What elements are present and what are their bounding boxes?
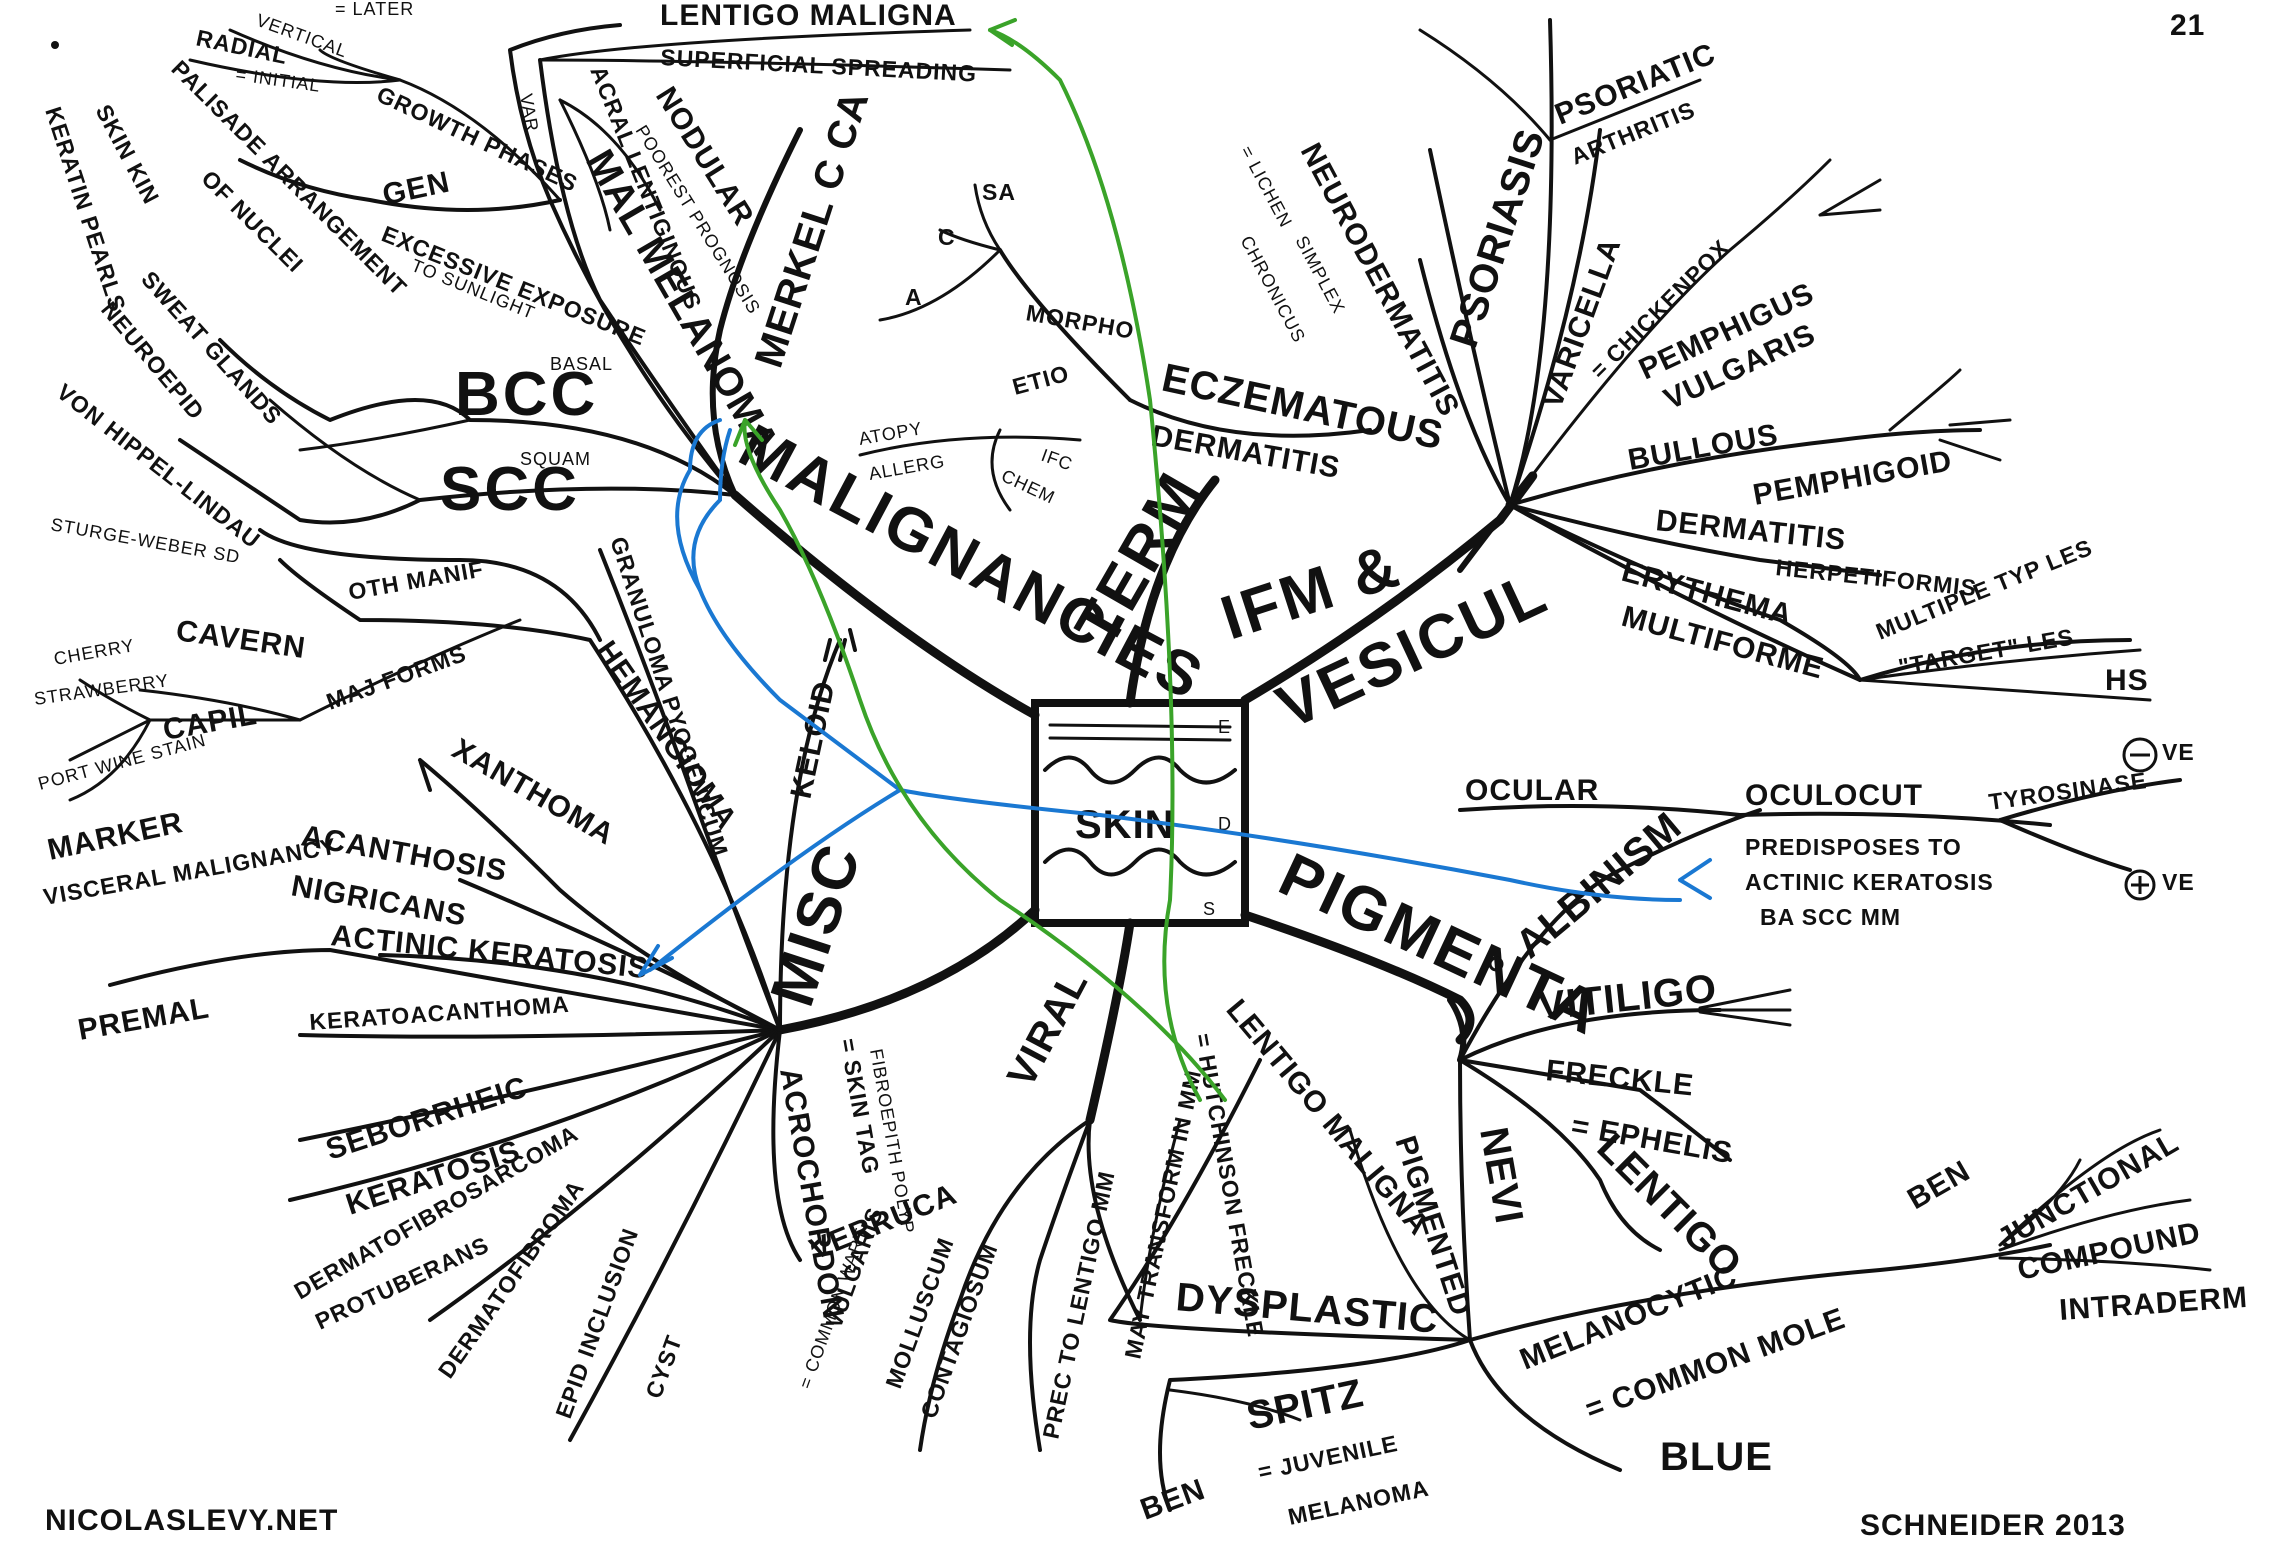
allerg-label: ALLERG <box>867 451 946 484</box>
tyrosinase-label: TYROSINASE <box>1987 767 2149 815</box>
negative-ve-label: VE <box>2162 739 2195 765</box>
albinism-dot <box>1488 956 1504 972</box>
green-crosslinks <box>733 18 1227 1102</box>
etio-label: ETIO <box>1010 360 1072 400</box>
ben-label: BEN <box>1902 1154 1976 1216</box>
predisposes-label-1: PREDISPOSES TO <box>1745 834 1962 860</box>
ifc-label: IFC <box>1039 445 1076 475</box>
misc-lines <box>68 528 857 1442</box>
morpho-label: MORPHO <box>1024 299 1136 344</box>
negative-symbol <box>2122 737 2158 773</box>
branch-misc: MISC <box>758 834 875 1014</box>
keratin-label-2: SKIN KIN <box>91 100 165 208</box>
scc-label: SCC <box>440 455 580 524</box>
superficial-spreading-label: SUPERFICIAL SPREADING <box>660 44 978 87</box>
pigmenta-lines <box>1108 778 2212 1512</box>
bcc-label: BCC <box>455 360 598 429</box>
sa-label: SA <box>982 179 1016 205</box>
later-label: = LATER <box>335 0 414 19</box>
xanthoma-label: XANTHOMA <box>447 732 621 851</box>
blue-label: BLUE <box>1660 1435 1773 1479</box>
malignancies-lines <box>178 23 1012 525</box>
excessive-label-1: EXCESSIVE EXPOSURE <box>378 221 650 351</box>
strawberry-label: STRAWBERRY <box>33 670 170 709</box>
premal-label: PREMAL <box>75 991 211 1047</box>
hs-label: HS <box>2105 664 2149 697</box>
merkel-label: MERKEL C CA <box>747 85 878 373</box>
predisposes-label-2: ACTINIC KERATOSIS <box>1745 869 1994 895</box>
page-number: 21 <box>2170 9 2205 42</box>
skin-label: SKIN <box>1075 803 1175 847</box>
ben-spitz-label-2: SPITZ <box>1243 1371 1368 1439</box>
derm-herp-label-1: DERMATITIS <box>1654 504 1848 557</box>
viral-lines <box>918 1118 1182 1452</box>
dysplastic-label: DYSPLASTIC <box>1174 1275 1440 1342</box>
skin-center-box: SKIN E D S <box>1031 699 1249 927</box>
eczema-lines <box>858 183 1372 512</box>
a-label: A <box>905 284 923 310</box>
ocular-label: OCULAR <box>1465 774 1599 807</box>
port-wine-label: PORT WINE STAIN <box>36 730 208 794</box>
var-label: VAR <box>516 92 542 134</box>
marker-label: MARKER <box>45 806 187 867</box>
gen-label: GEN <box>380 165 453 211</box>
squam-label: SQUAM <box>520 449 591 469</box>
branch-viral: VIRAL <box>999 963 1097 1094</box>
layer-s-label: S <box>1203 899 1216 919</box>
ben-spitz-label-1: BEN <box>1136 1473 1210 1527</box>
lichen-label-1: = LICHEN <box>1236 142 1296 230</box>
bullous-label-2: PEMPHIGOID <box>1750 444 1954 512</box>
layer-e-label: E <box>1218 717 1231 737</box>
psoriasis-label: PSORIASIS <box>1442 123 1554 352</box>
target-les-label: "TARGET" LES <box>1896 623 2076 679</box>
cherry-label: CHERRY <box>52 635 136 669</box>
oth-manif-label: OTH MANIF <box>346 556 485 605</box>
nevi-label: NEVI <box>1471 1124 1531 1228</box>
c-label: C <box>938 224 956 250</box>
layer-d-label: D <box>1218 814 1232 834</box>
footer-left: NICOLASLEVY.NET <box>45 1504 338 1537</box>
bullous-label-1: BULLOUS <box>1625 418 1780 477</box>
maj-forms-label: MAJ FORMS <box>323 640 470 715</box>
acrochordon-label: ACROCHORDON <box>773 1065 850 1321</box>
intraderm-label: INTRADERM <box>2058 1281 2249 1327</box>
basal-label: BASAL <box>550 354 613 374</box>
keratoacanthoma-label: KERATOACANTHOMA <box>309 991 571 1035</box>
positive-symbol <box>2124 869 2156 901</box>
positive-ve-label: VE <box>2162 869 2195 895</box>
freckle-label: FRECKLE <box>1544 1054 1695 1102</box>
cavern-label: CAVERN <box>174 614 308 665</box>
predisposes-label-3: BA SCC MM <box>1760 904 1901 930</box>
lichen-label-2: SIMPLEX <box>1291 232 1349 316</box>
oculocut-label: OCULOCUT <box>1745 779 1923 812</box>
corner-dot <box>51 41 59 49</box>
juvenile-label-2: MELANOMA <box>1286 1475 1432 1530</box>
epid-label-2: CYST <box>640 1331 687 1401</box>
juvenile-label-1: = JUVENILE <box>1256 1430 1401 1485</box>
chem-label: CHEM <box>998 465 1058 507</box>
footer-right: SCHNEIDER 2013 <box>1860 1509 2126 1542</box>
vesicul-lines <box>1418 18 2152 702</box>
lentigo-maligna-label: LENTIGO MALIGNA <box>660 0 957 32</box>
prec-lentigo-mm-label: PREC TO LENTIGO MM <box>1037 1168 1119 1441</box>
lentigo-maligna-pig-label: LENTIGO MALIGNA <box>1220 993 1436 1241</box>
initial-label: = INITIAL <box>234 64 321 96</box>
actinic-keratosis-label: ACTINIC KERATOSIS <box>329 919 650 985</box>
